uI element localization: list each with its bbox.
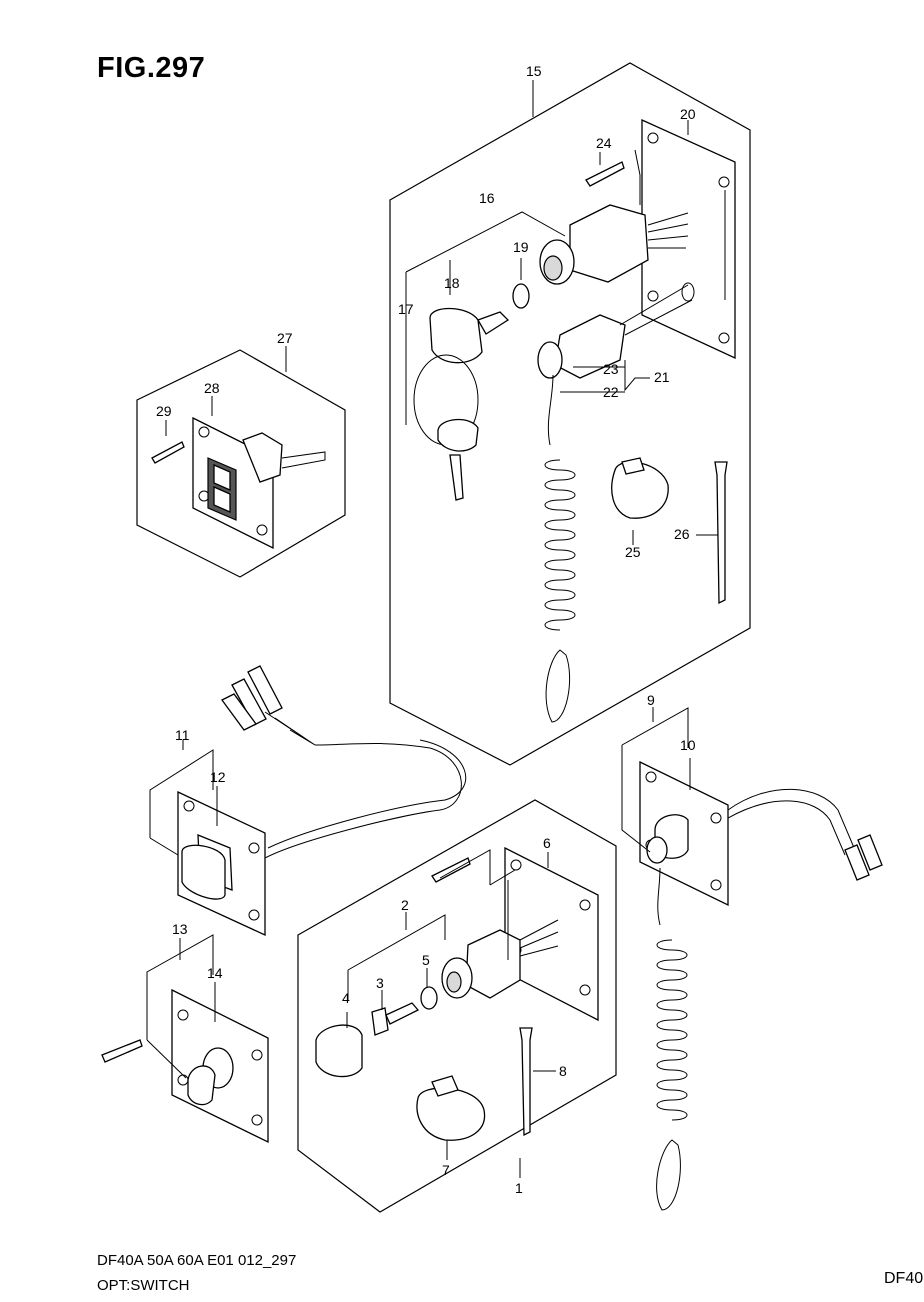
callout-3: 3: [376, 975, 384, 991]
callout-12: 12: [210, 769, 226, 785]
callout-19: 19: [513, 239, 529, 255]
callout-22: 22: [603, 384, 619, 400]
callout-5: 5: [422, 952, 430, 968]
group-9-assembly: [639, 760, 883, 1211]
callout-15: 15: [526, 63, 542, 79]
callout-24: 24: [596, 135, 612, 151]
callout-26: 26: [674, 526, 690, 542]
callout-27: 27: [277, 330, 293, 346]
callout-9: 9: [647, 692, 655, 708]
callout-25: 25: [625, 544, 641, 560]
callout-1: 1: [515, 1180, 523, 1196]
group-27-assembly: [136, 349, 346, 578]
group-15-assembly: [389, 62, 751, 766]
callout-10: 10: [680, 737, 696, 753]
callout-23: 23: [603, 361, 619, 377]
group-11-assembly: [177, 665, 467, 937]
callout-21: 21: [654, 369, 670, 385]
callout-18: 18: [444, 275, 460, 291]
callout-14: 14: [207, 965, 223, 981]
callout-20: 20: [680, 106, 696, 122]
footer-model-code: DF40A 50A 60A E01 012_297: [97, 1252, 297, 1269]
callout-13: 13: [172, 921, 188, 937]
callout-28: 28: [204, 380, 220, 396]
callout-2: 2: [401, 897, 409, 913]
callout-7: 7: [442, 1162, 450, 1178]
group-1-assembly: [297, 799, 617, 1213]
callout-4: 4: [342, 990, 350, 1006]
callout-6: 6: [543, 835, 551, 851]
callout-16: 16: [479, 190, 495, 206]
callout-11: 11: [175, 727, 190, 743]
footer-page-code: DF40: [884, 1270, 924, 1287]
callout-8: 8: [559, 1063, 567, 1079]
callout-29: 29: [156, 403, 172, 419]
figure-title: FIG.297: [97, 52, 206, 84]
callout-17: 17: [398, 301, 414, 317]
screw-icon: [585, 161, 625, 187]
footer-section-name: OPT:SWITCH: [97, 1277, 190, 1294]
group-13-assembly: [101, 988, 269, 1144]
